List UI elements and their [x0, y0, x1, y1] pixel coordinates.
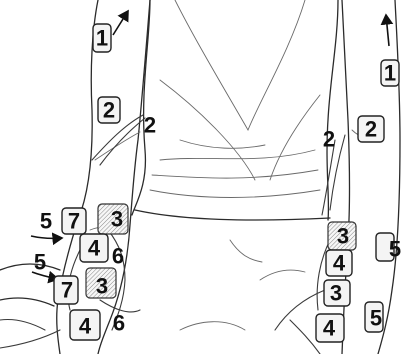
label-left-fore-7a: 7: [68, 209, 80, 234]
label-left-fore-7b: 7: [61, 278, 73, 303]
label-left-mid-2a: 2: [103, 98, 115, 123]
label-left-upper-1: 1: [96, 26, 108, 51]
label-right-fore-4a: 4: [333, 251, 346, 276]
label-left-fore-6b: 6: [113, 311, 125, 336]
label-right-upper-1: 1: [384, 61, 396, 86]
label-left-fore-4b: 4: [79, 314, 92, 339]
label-right-fore-3b: 3: [330, 281, 342, 306]
torso-outline: [132, 0, 338, 220]
label-left-fore-6a: 6: [112, 244, 124, 269]
arrow-icon: [386, 15, 389, 46]
arrow-icon: [113, 11, 128, 35]
label-left-fore-5b: 5: [34, 250, 46, 275]
label-right-fore-5a: 5: [389, 237, 401, 262]
label-right-fore-5b: 5: [370, 306, 382, 331]
electrode-wires: [0, 115, 345, 354]
arrow-icon: [31, 236, 62, 238]
label-right-fore-4b: 4: [323, 316, 336, 341]
label-right-fore-3a: 3: [337, 224, 349, 249]
label-left-mid-2b: 2: [144, 113, 156, 138]
label-right-mid-2b: 2: [365, 117, 377, 142]
label-left-fore-3a: 3: [111, 207, 123, 232]
label-left-fore-4a: 4: [88, 236, 101, 261]
label-left-fore-5a: 5: [40, 209, 52, 234]
right-arm-outline: [342, 0, 400, 354]
label-right-mid-2a: 2: [323, 127, 335, 152]
label-left-fore-3b: 3: [96, 274, 108, 299]
